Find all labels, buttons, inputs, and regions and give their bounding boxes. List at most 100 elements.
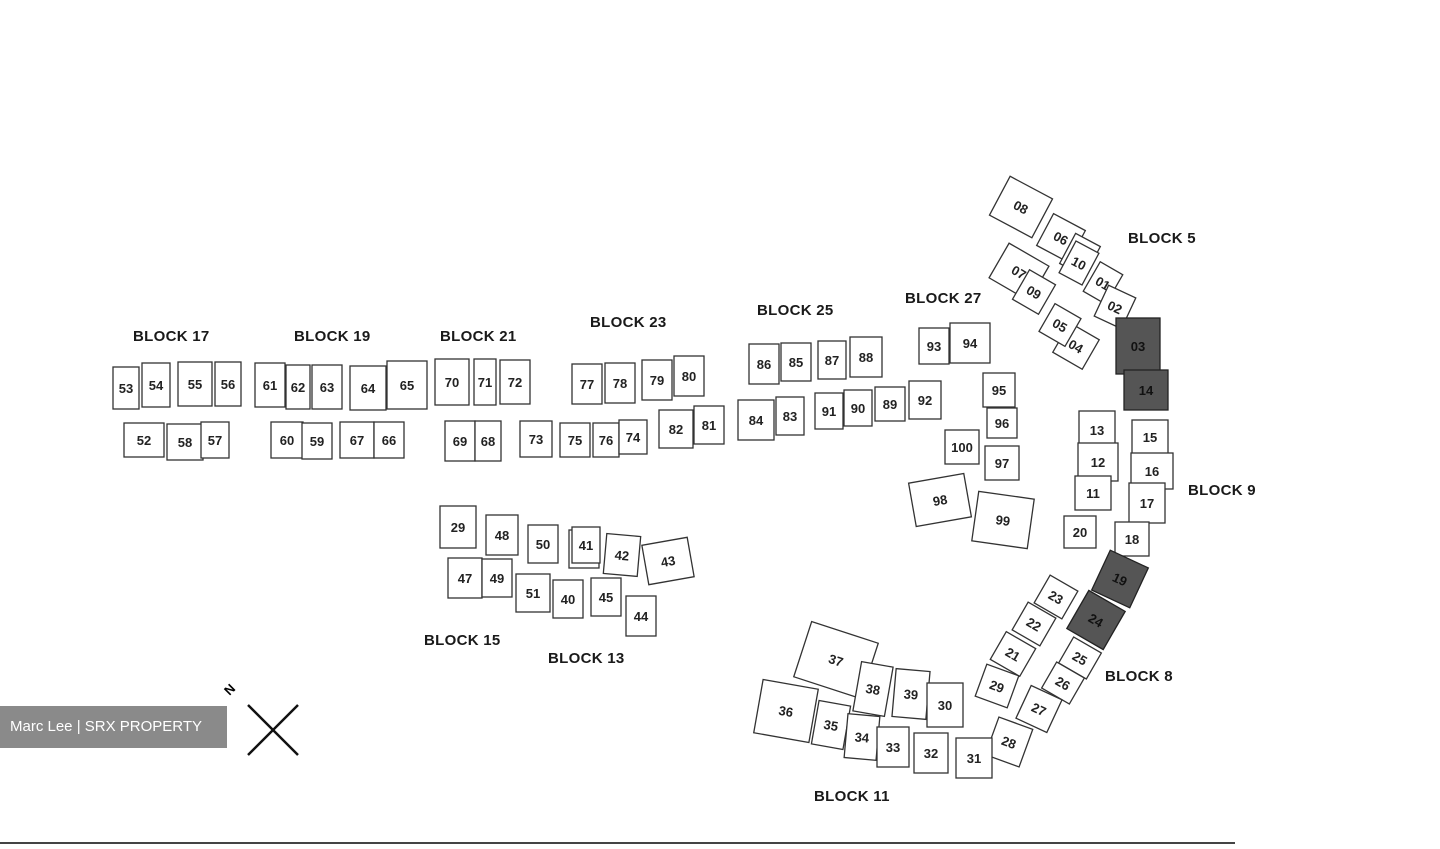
unit-50[interactable]: 50 [527,524,559,564]
unit-number: 61 [263,378,277,393]
unit-17[interactable]: 17 [1128,482,1166,524]
unit-48[interactable]: 48 [485,514,519,556]
unit-98[interactable]: 98 [907,472,973,528]
unit-87[interactable]: 87 [817,340,847,380]
unit-26[interactable]: 26 [1040,661,1086,705]
unit-38[interactable]: 38 [852,660,894,718]
unit-81[interactable]: 81 [693,405,725,445]
unit-71[interactable]: 71 [473,358,497,406]
unit-27[interactable]: 27 [1015,684,1063,734]
unit-29[interactable]: 29 [974,663,1020,709]
unit-21[interactable]: 21 [989,630,1037,678]
unit-67[interactable]: 67 [339,421,375,459]
unit-05[interactable]: 05 [1038,302,1082,348]
unit-39[interactable]: 39 [891,667,931,721]
unit-36[interactable]: 36 [752,678,820,744]
unit-84[interactable]: 84 [737,399,775,441]
unit-85[interactable]: 85 [780,342,812,382]
unit-40[interactable]: 40 [552,579,584,619]
unit-99[interactable]: 99 [971,490,1035,550]
unit-66[interactable]: 66 [373,421,405,459]
unit-28[interactable]: 28 [984,716,1034,768]
unit-69[interactable]: 69 [444,420,476,462]
unit-64[interactable]: 64 [349,365,387,411]
unit-41[interactable]: 41 [571,526,601,564]
unit-90[interactable]: 90 [843,389,873,427]
unit-77[interactable]: 77 [571,363,603,405]
unit-63[interactable]: 63 [311,364,343,410]
unit-outline [1065,589,1127,651]
unit-60[interactable]: 60 [270,421,304,459]
unit-57[interactable]: 57 [200,421,230,459]
unit-79[interactable]: 79 [641,359,673,401]
unit-32[interactable]: 32 [913,732,949,774]
unit-outline [618,419,648,455]
unit-78[interactable]: 78 [604,362,636,404]
unit-number: 43 [660,553,677,570]
unit-15[interactable]: 15 [1131,419,1169,455]
unit-76[interactable]: 76 [592,422,620,458]
unit-22[interactable]: 22 [1011,601,1057,647]
unit-94[interactable]: 94 [949,322,991,364]
unit-20[interactable]: 20 [1063,515,1097,549]
unit-97[interactable]: 97 [984,445,1020,481]
unit-23[interactable]: 23 [1033,574,1079,620]
unit-86[interactable]: 86 [748,343,780,385]
unit-44[interactable]: 44 [625,595,657,637]
unit-29[interactable]: 29 [439,505,477,549]
unit-10[interactable]: 10 [1058,240,1100,286]
unit-56[interactable]: 56 [214,361,242,407]
unit-53[interactable]: 53 [112,366,140,410]
unit-82[interactable]: 82 [658,409,694,449]
unit-11[interactable]: 11 [1074,475,1112,511]
unit-47[interactable]: 47 [447,557,483,599]
unit-03[interactable]: 03 [1115,317,1161,375]
unit-49[interactable]: 49 [481,558,513,598]
unit-31[interactable]: 31 [955,737,993,779]
unit-43[interactable]: 43 [641,536,695,586]
unit-30[interactable]: 30 [926,682,964,728]
unit-45[interactable]: 45 [590,577,622,617]
unit-52[interactable]: 52 [123,422,165,458]
unit-24[interactable]: 24 [1065,589,1127,651]
unit-42[interactable]: 42 [602,532,642,578]
unit-70[interactable]: 70 [434,358,470,406]
unit-96[interactable]: 96 [986,407,1018,439]
unit-37[interactable]: 37 [792,620,880,700]
unit-25[interactable]: 25 [1057,636,1103,680]
unit-83[interactable]: 83 [775,396,805,436]
unit-number: 97 [995,456,1009,471]
unit-65[interactable]: 65 [386,360,428,410]
unit-88[interactable]: 88 [849,336,883,378]
unit-14[interactable]: 14 [1123,369,1169,411]
unit-54[interactable]: 54 [141,362,171,408]
unit-51[interactable]: 51 [515,573,551,613]
unit-19[interactable]: 19 [1090,549,1150,609]
unit-72[interactable]: 72 [499,359,531,405]
unit-34[interactable]: 34 [843,712,881,762]
unit-61[interactable]: 61 [254,362,286,408]
unit-12[interactable]: 12 [1077,442,1119,482]
unit-80[interactable]: 80 [673,355,705,397]
unit-68[interactable]: 68 [474,420,502,462]
unit-74[interactable]: 74 [618,419,648,455]
unit-73[interactable]: 73 [519,420,553,458]
unit-93[interactable]: 93 [918,327,950,365]
unit-58[interactable]: 58 [166,423,204,461]
unit-91[interactable]: 91 [814,392,844,430]
unit-75[interactable]: 75 [559,422,591,458]
unit-35[interactable]: 35 [810,699,852,751]
unit-18[interactable]: 18 [1114,521,1150,557]
unit-08[interactable]: 08 [988,175,1054,239]
unit-number: 59 [310,434,324,449]
unit-33[interactable]: 33 [876,726,910,768]
unit-95[interactable]: 95 [982,372,1016,408]
unit-92[interactable]: 92 [908,380,942,420]
unit-outline [270,421,304,459]
unit-55[interactable]: 55 [177,361,213,407]
unit-59[interactable]: 59 [301,422,333,460]
unit-62[interactable]: 62 [285,364,311,410]
unit-100[interactable]: 100 [944,429,980,465]
unit-89[interactable]: 89 [874,386,906,422]
unit-09[interactable]: 09 [1011,268,1057,316]
